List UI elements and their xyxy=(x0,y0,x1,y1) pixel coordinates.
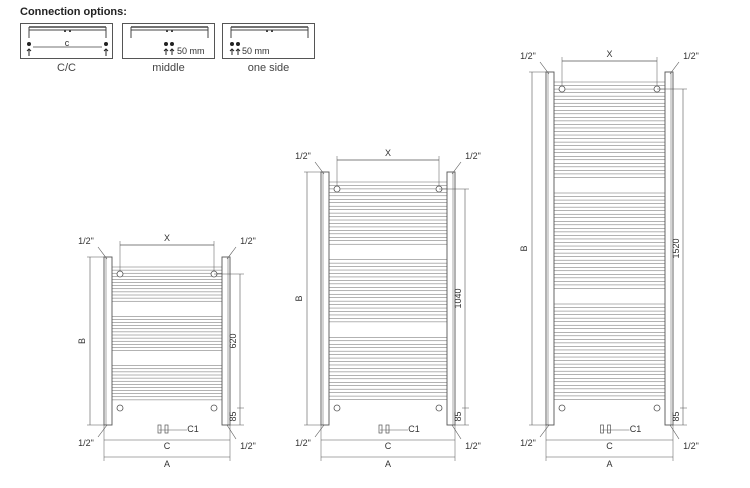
valve-left xyxy=(378,424,383,434)
left-rail xyxy=(103,256,113,426)
height-label: 1040 xyxy=(453,288,463,308)
left-rail xyxy=(545,71,555,426)
valve-left xyxy=(157,424,162,434)
pipe-leader xyxy=(97,424,108,438)
pipe-label-bottom-right: 1/2" xyxy=(683,441,699,451)
connection-point xyxy=(333,185,341,193)
pipe-leader xyxy=(539,61,550,75)
a-label: A xyxy=(385,459,391,469)
pipe-label-bottom-left: 1/2" xyxy=(78,438,94,448)
valve-right xyxy=(607,424,611,434)
pipe-label-bottom-right: 1/2" xyxy=(465,441,481,451)
option-one-side-drawing: 50 mm xyxy=(229,26,309,56)
connection-point xyxy=(558,404,566,412)
option-cc-c-label: c xyxy=(65,38,70,48)
c-label: C xyxy=(606,441,613,451)
pipe-leader xyxy=(451,424,462,440)
b-label: B xyxy=(77,338,87,344)
option-middle-drawing: 50 mm xyxy=(130,26,209,56)
x-label: X xyxy=(164,233,170,243)
option-one-side-50mm: 50 mm xyxy=(242,46,270,56)
pipe-leader xyxy=(226,246,237,260)
connection-point xyxy=(558,85,566,93)
bottom-85-label: 85 xyxy=(671,411,681,421)
bottom-85-label: 85 xyxy=(228,411,238,421)
valve-right xyxy=(385,424,390,434)
c1-label: C1 xyxy=(630,424,642,434)
pipe-label-top-right: 1/2" xyxy=(240,236,256,246)
b-label: B xyxy=(294,295,304,301)
pipe-label-top-left: 1/2" xyxy=(78,236,94,246)
x-label: X xyxy=(606,49,612,59)
connection-point xyxy=(116,404,124,412)
pipe-leader xyxy=(226,424,237,440)
pipe-label-top-left: 1/2" xyxy=(520,51,536,61)
option-cc-drawing: c xyxy=(26,26,109,56)
b-label: B xyxy=(519,245,529,251)
pipe-leader xyxy=(97,246,108,260)
connection-point xyxy=(653,404,661,412)
option-middle-50mm: 50 mm xyxy=(177,46,205,56)
option-middle-diagram: 50 mm xyxy=(122,23,215,59)
connection-point xyxy=(210,404,218,412)
pipe-leader xyxy=(451,161,462,175)
valve-left xyxy=(600,424,604,434)
pipe-leader xyxy=(539,424,550,438)
pipe-label-bottom-left: 1/2" xyxy=(295,438,311,448)
valve-right xyxy=(164,424,169,434)
right-rail xyxy=(664,71,674,426)
pipe-label-top-left: 1/2" xyxy=(295,151,311,161)
bottom-85-label: 85 xyxy=(453,411,463,421)
c1-label: C1 xyxy=(408,424,420,434)
connection-options-title: Connection options: xyxy=(20,6,127,18)
connection-point xyxy=(435,404,443,412)
option-one-side-label: one side xyxy=(247,62,290,74)
option-one-side-diagram: 50 mm xyxy=(222,23,315,59)
x-label: X xyxy=(385,148,391,158)
pipe-leader xyxy=(314,161,325,175)
right-rail xyxy=(446,171,456,426)
pipe-label-bottom-right: 1/2" xyxy=(240,441,256,451)
pipe-leader xyxy=(669,61,680,75)
pipe-leader xyxy=(314,424,325,438)
c1-label: C1 xyxy=(187,424,199,434)
c-label: C xyxy=(385,441,392,451)
left-rail xyxy=(320,171,330,426)
pipe-leader xyxy=(669,424,680,440)
option-cc-diagram: c xyxy=(20,23,113,59)
connection-point xyxy=(333,404,341,412)
connection-point xyxy=(116,270,124,278)
pipe-label-top-right: 1/2" xyxy=(683,51,699,61)
height-label: 620 xyxy=(228,333,238,348)
a-label: A xyxy=(164,459,170,469)
height-label: 1520 xyxy=(671,238,681,258)
c-label: C xyxy=(164,441,171,451)
a-label: A xyxy=(606,459,612,469)
option-cc-label: C/C xyxy=(57,62,76,74)
option-middle-label: middle xyxy=(152,62,185,74)
pipe-label-bottom-left: 1/2" xyxy=(520,438,536,448)
pipe-label-top-right: 1/2" xyxy=(465,151,481,161)
